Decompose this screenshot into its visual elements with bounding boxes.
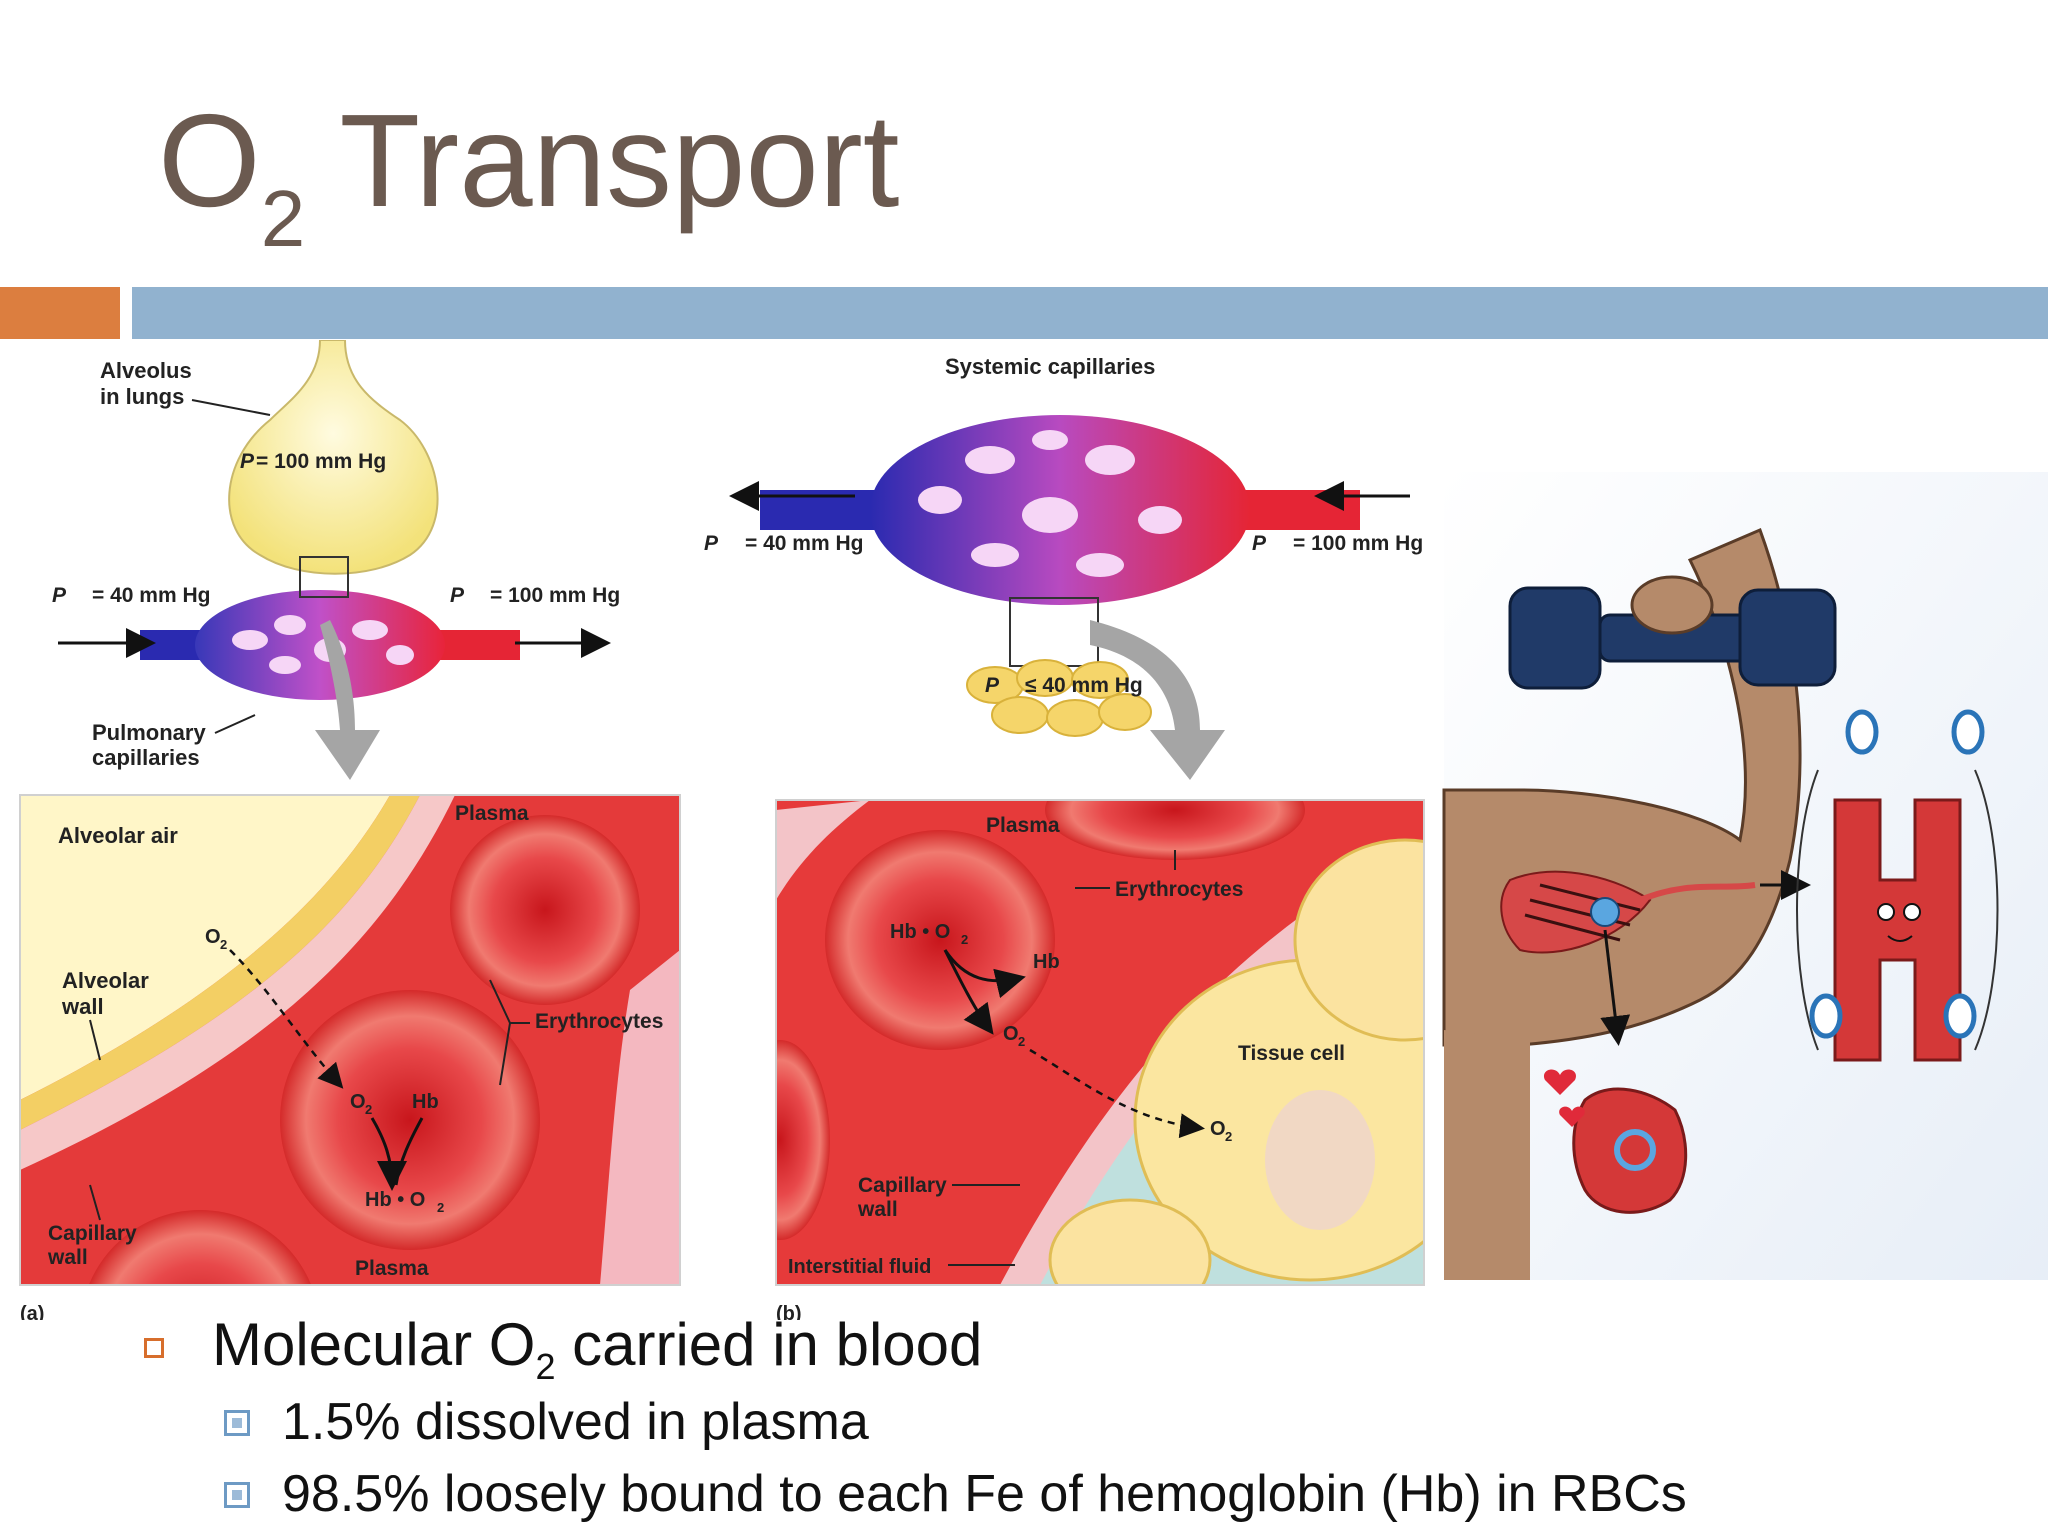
svg-text:P: P xyxy=(240,450,255,473)
bullet-square-icon xyxy=(224,1410,250,1436)
label-po2-pulmonary-out: P = 100 mm Hg xyxy=(450,584,620,607)
label-po2-pulmonary-in: P = 40 mm Hg xyxy=(52,584,210,607)
svg-text:≤ 40 mm Hg: ≤ 40 mm Hg xyxy=(1025,674,1143,697)
svg-text:= 40 mm Hg: = 40 mm Hg xyxy=(92,584,210,607)
label-hb-o2-b: Hb • O 2 xyxy=(890,921,968,947)
title-accent-bar-blue xyxy=(132,287,2048,339)
label-o2-hb-a: O 2 Hb xyxy=(350,1091,439,1117)
label-pulmonary: Pulmonary xyxy=(92,720,206,745)
label-alveolar-air: Alveolar air xyxy=(58,823,178,848)
label-capillary-a: Capillary xyxy=(48,1222,137,1245)
label-erythrocytes-a: Erythrocytes xyxy=(535,1010,663,1033)
svg-text:O: O xyxy=(1003,1023,1019,1045)
label-plasma-a-bottom: Plasma xyxy=(355,1257,429,1280)
label-in-lungs: in lungs xyxy=(100,384,184,409)
svg-text:Hb • O: Hb • O xyxy=(365,1189,425,1211)
label-po2-systemic-out: P = 40 mm Hg xyxy=(704,532,863,555)
svg-text:2: 2 xyxy=(220,937,227,952)
svg-text:P: P xyxy=(1252,532,1267,555)
label-alveolus: Alveolus xyxy=(100,358,192,383)
label-tissue-cell: Tissue cell xyxy=(1238,1042,1345,1065)
svg-text:P: P xyxy=(985,674,1000,697)
oxygen-transport-figure: Alveolus in lungs P = 100 mm Hg P = 40 m… xyxy=(19,340,2048,1320)
label-panel-b: (b) xyxy=(776,1303,802,1320)
title-accent-bar-orange xyxy=(0,287,120,339)
label-interstitial-fluid: Interstitial fluid xyxy=(788,1256,931,1278)
svg-text:2: 2 xyxy=(1018,1034,1025,1049)
label-panel-a: (a) xyxy=(20,1303,44,1320)
label-plasma-b: Plasma xyxy=(986,814,1060,837)
exercise-cartoon xyxy=(1442,472,2048,1280)
label-capillary-wall-a: wall xyxy=(47,1246,88,1269)
label-o2-alveolar: O 2 xyxy=(205,926,227,952)
svg-text:P: P xyxy=(450,584,465,607)
label-capillary-wall-b: wall xyxy=(857,1198,898,1221)
slide-title: O2 Transport xyxy=(158,87,900,263)
svg-text:= 100 mm Hg: = 100 mm Hg xyxy=(256,450,386,473)
label-systemic-capillaries: Systemic capillaries xyxy=(945,354,1155,379)
panel-a-detail xyxy=(19,794,681,1286)
label-capillary-b: Capillary xyxy=(858,1174,947,1197)
bullet-square-icon xyxy=(224,1482,250,1508)
label-o2-rbc-b: O 2 xyxy=(1003,1023,1025,1049)
svg-text:= 100 mm Hg: = 100 mm Hg xyxy=(490,584,620,607)
svg-text:2: 2 xyxy=(365,1102,372,1117)
label-plasma-a-top: Plasma xyxy=(455,802,529,825)
svg-text:Hb: Hb xyxy=(412,1091,439,1113)
label-hb-o2-a: Hb • O 2 xyxy=(365,1189,444,1215)
label-pulmonary-capillaries: capillaries xyxy=(92,745,200,770)
label-alveolar: Alveolar xyxy=(62,968,149,993)
label-hb-b: Hb xyxy=(1033,951,1060,973)
tissue-cells-cluster xyxy=(966,659,1152,737)
svg-text:P: P xyxy=(704,532,719,555)
svg-text:2: 2 xyxy=(961,932,968,947)
svg-text:= 100 mm Hg: = 100 mm Hg xyxy=(1293,532,1423,555)
label-o2-tissue-b: O 2 xyxy=(1210,1118,1232,1144)
svg-text:O: O xyxy=(205,926,221,948)
svg-text:2: 2 xyxy=(1225,1129,1232,1144)
svg-text:O: O xyxy=(350,1091,366,1113)
label-po2-tissue: P ≤ 40 mm Hg xyxy=(985,674,1143,697)
svg-text:O: O xyxy=(1210,1118,1226,1140)
label-po2-systemic-in: P = 100 mm Hg xyxy=(1252,532,1423,555)
svg-text:= 40 mm Hg: = 40 mm Hg xyxy=(745,532,863,555)
svg-text:2: 2 xyxy=(437,1200,444,1215)
label-alveolar-wall: wall xyxy=(61,994,104,1019)
label-erythrocytes-b: Erythrocytes xyxy=(1115,878,1243,901)
alveolus-illustration xyxy=(228,340,439,575)
svg-text:Hb • O: Hb • O xyxy=(890,921,950,943)
svg-text:P: P xyxy=(52,584,67,607)
label-po2-alveolus: P = 100 mm Hg xyxy=(240,450,386,473)
panel-b-detail xyxy=(775,799,1425,1286)
bullet-square-icon xyxy=(144,1338,164,1358)
